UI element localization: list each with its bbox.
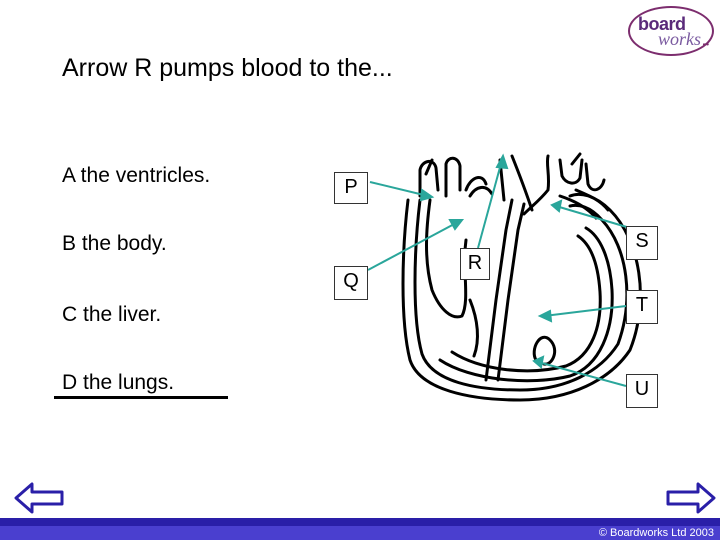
arrow-u bbox=[537, 361, 627, 387]
arrow-r-head bbox=[495, 153, 509, 170]
heart-outline bbox=[401, 152, 642, 402]
arrow-p-head bbox=[419, 188, 435, 202]
copyright-text: © Boardworks Ltd 2003 bbox=[598, 527, 714, 539]
label-t: T bbox=[626, 290, 658, 324]
label-s: S bbox=[626, 226, 658, 260]
option-d-underline bbox=[54, 396, 228, 399]
logo-dots: ••• bbox=[702, 40, 709, 49]
arrow-s-head bbox=[550, 199, 563, 213]
label-arrows bbox=[367, 153, 631, 387]
arrow-s bbox=[555, 205, 631, 229]
back-button[interactable] bbox=[12, 480, 66, 516]
arrow-t-head bbox=[537, 309, 553, 323]
option-d[interactable]: D the lungs. bbox=[62, 371, 175, 394]
label-p: P bbox=[334, 172, 368, 204]
label-u: U bbox=[626, 374, 658, 408]
boardworks-logo: board works ••• bbox=[628, 6, 714, 56]
footer-bar bbox=[0, 518, 720, 526]
option-c[interactable]: C the liver. bbox=[62, 303, 162, 326]
option-a[interactable]: A the ventricles. bbox=[62, 164, 211, 187]
arrow-r bbox=[477, 159, 503, 249]
arrow-p bbox=[369, 181, 429, 197]
arrow-q bbox=[367, 221, 459, 271]
question-title: Arrow R pumps blood to the... bbox=[62, 54, 393, 82]
option-b[interactable]: B the body. bbox=[62, 232, 167, 255]
forward-button[interactable] bbox=[664, 480, 718, 516]
arrow-t bbox=[543, 305, 627, 317]
label-r: R bbox=[460, 248, 490, 280]
arrow-u-head bbox=[532, 355, 545, 369]
logo-text-works: works bbox=[658, 29, 702, 49]
left-arrow-icon bbox=[14, 482, 64, 514]
right-arrow-icon bbox=[666, 482, 716, 514]
arrow-q-head bbox=[448, 219, 465, 231]
footer-band bbox=[0, 526, 720, 540]
logo-text-board: board bbox=[638, 14, 686, 34]
label-q: Q bbox=[334, 266, 368, 300]
